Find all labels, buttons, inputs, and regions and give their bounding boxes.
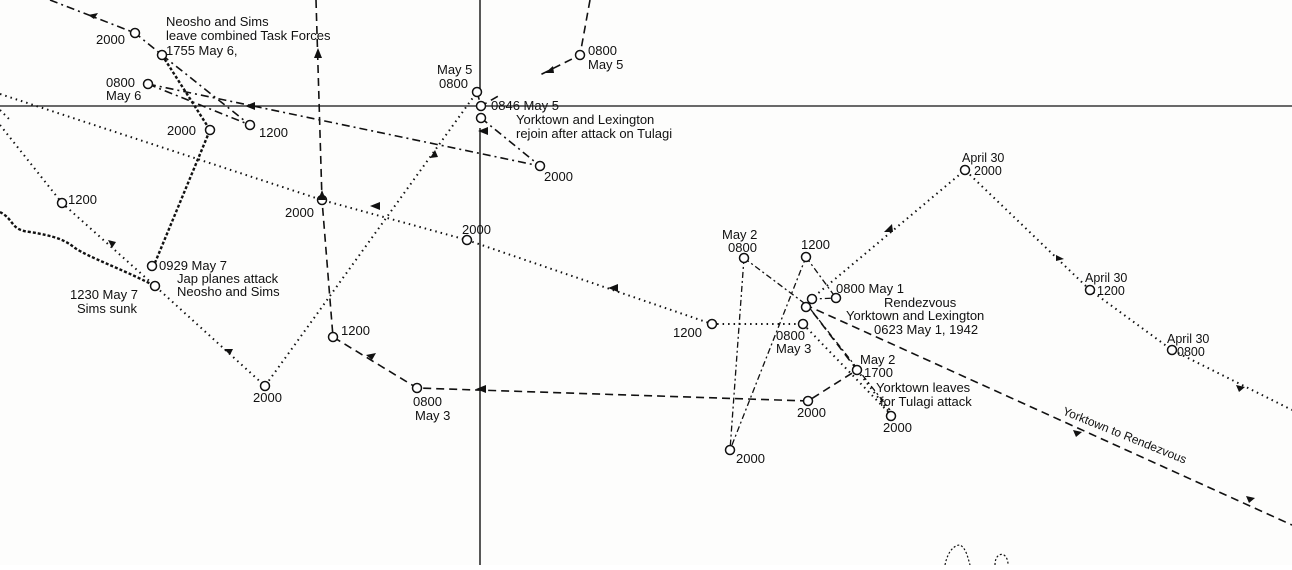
label-date-may2: May 2 [860,352,896,367]
label-date-may5: May 5 [588,57,624,72]
label-rejoin-2: rejoin after attack on Tulagi [516,126,673,141]
label-time-0800: 0800 [728,240,757,255]
label-time-1200: 1200 [801,237,830,252]
label-time-2000: 2000 [167,123,196,138]
label-time-2000: 2000 [253,390,282,405]
label-time-0800: 0800 [776,328,805,343]
label-rendezvous-1: Rendezvous [884,295,957,310]
label-rendezvous-3: 0623 May 1, 1942 [874,322,979,337]
label-time-2000: 2000 [285,205,314,220]
position-markers [56,27,1178,456]
label-date-april30: April 30 [1167,332,1210,346]
label-time-1200: 1200 [673,325,702,340]
label-rendezvous-2: Yorktown and Lexington [846,308,985,323]
label-time-1200: 1200 [1097,284,1125,298]
label-time-0800: 0800 [413,394,442,409]
label-date-may3: May 3 [415,408,451,423]
label-time-2000: 2000 [96,32,125,47]
label-date-may3: May 3 [776,341,812,356]
label-time-2000: 2000 [736,451,765,466]
label-date-april30: April 30 [962,151,1005,165]
label-tulagi-1: Yorktown leaves [876,380,971,395]
label-neosho-leave-2: leave combined Task Forces [166,28,331,43]
label-neosho-leave-3: 1755 May 6, [166,43,238,58]
label-time-2000: 2000 [544,169,573,184]
label-time-0800: 0800 [106,75,135,90]
label-date-april30: April 30 [1085,271,1128,285]
label-sunk-2: Sims sunk [77,301,137,316]
label-time-0800: 0800 [588,43,617,58]
label-neosho-leave-1: Neosho and Sims [166,14,269,29]
label-time-2000: 2000 [883,420,912,435]
label-attack-1: 0929 May 7 [159,258,227,273]
label-time-0800: 0800 [1177,345,1205,359]
label-rejoin-1: Yorktown and Lexington [516,112,655,127]
label-attack-3: Neosho and Sims [177,284,280,299]
direction-arrows [88,13,1255,503]
label-time-2000: 2000 [462,222,491,237]
label-time-2000: 2000 [974,164,1002,178]
label-time-1200: 1200 [341,323,370,338]
label-date-may2: May 2 [722,227,758,242]
label-date-may6: May 6 [106,88,142,103]
label-may1-0800: 0800 May 1 [836,281,904,296]
label-rejoin-time: 0846 May 5 [491,98,559,113]
label-attack-2: Jap planes attack [177,271,279,286]
label-time-2000: 2000 [797,405,826,420]
label-tulagi-2: for Tulagi attack [880,394,972,409]
label-time-1700: 1700 [864,365,893,380]
label-time-1200: 1200 [259,125,288,140]
label-time-1200: 1200 [68,192,97,207]
label-time-0800: 0800 [439,76,468,91]
label-date-may5: May 5 [437,62,473,77]
label-sunk-1: 1230 May 7 [70,287,138,302]
